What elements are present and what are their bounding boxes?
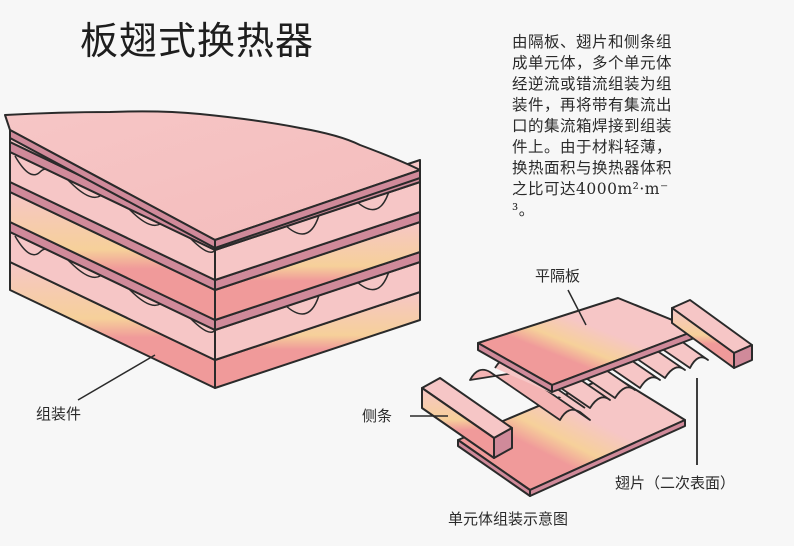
label-assembly: 组装件 <box>36 405 82 423</box>
label-flat-plate: 平隔板 <box>535 267 581 285</box>
assembly-stack <box>4 110 421 389</box>
unit-assembly-caption: 单元体组装示意图 <box>448 510 569 528</box>
diagram-title: 板翅式换热器 <box>80 19 315 63</box>
right-side-bar <box>671 299 753 369</box>
flat-plate <box>477 297 698 393</box>
left-side-bar <box>421 377 513 459</box>
bottom-plate <box>457 374 686 497</box>
flat-plate-leader-line <box>567 289 587 326</box>
label-side-bar: 侧条 <box>362 407 393 425</box>
label-fin: 翅片（二次表面） <box>615 474 736 492</box>
description-text: 由隔板、翅片和侧条组成单元体，多个单元体经逆流或错流组装为组装件，再将带有集流出… <box>512 33 673 219</box>
assembly-leader-line <box>77 354 156 401</box>
